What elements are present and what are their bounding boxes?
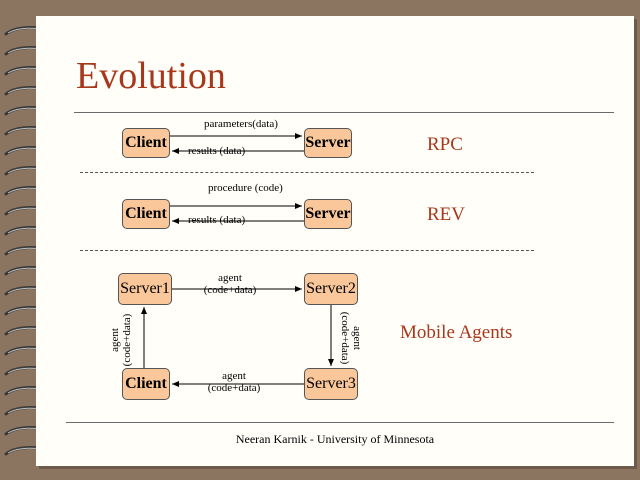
rpc-server-box: Server <box>304 128 352 158</box>
rev-client-box: Client <box>122 199 170 229</box>
mobile-server3-box: Server3 <box>304 368 358 400</box>
rev-response-label: results (data) <box>188 214 246 226</box>
arrows <box>141 133 334 387</box>
mobile-client-box: Client <box>122 368 170 400</box>
rpc-request-label: parameters(data) <box>204 118 278 130</box>
rev-label: REV <box>427 204 465 225</box>
mobile-agents-label: Mobile Agents <box>400 322 513 343</box>
divider-1 <box>80 172 534 173</box>
rpc-label: RPC <box>427 134 463 155</box>
divider-2 <box>80 250 534 251</box>
footer-rule <box>66 422 614 423</box>
mobile-server1-box: Server1 <box>118 273 172 305</box>
mobile-server2-box: Server2 <box>304 273 358 305</box>
slide-page: Evolution Client Server parameters(data)… <box>36 16 634 466</box>
title-rule <box>74 112 614 113</box>
rev-request-label: procedure (code) <box>208 182 283 194</box>
footer-text: Neeran Karnik - University of Minnesota <box>235 432 435 446</box>
rpc-client-box: Client <box>122 128 170 158</box>
slide-title: Evolution <box>76 55 226 97</box>
rev-server-box: Server <box>304 199 352 229</box>
top-arrow-label: agent(code+data) <box>203 272 257 296</box>
bottom-arrow-label: agent(code+data) <box>207 370 261 394</box>
